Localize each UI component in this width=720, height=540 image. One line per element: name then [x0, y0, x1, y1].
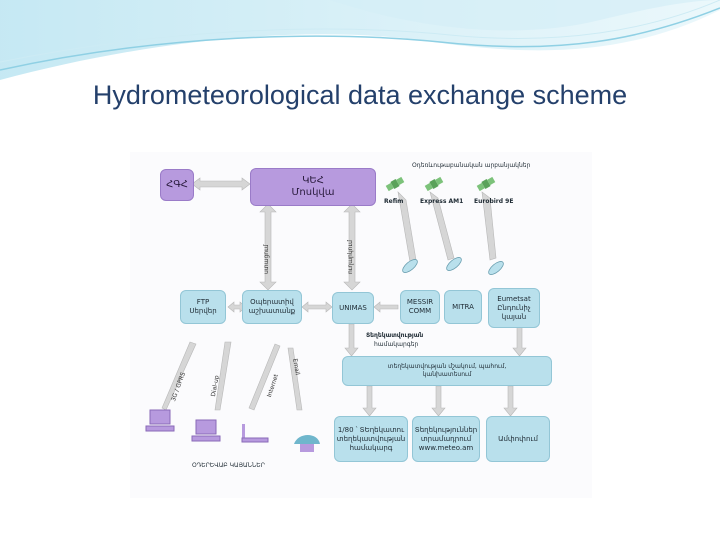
satellite-label-1: Refim	[384, 198, 404, 205]
satellites-header: Օդեռևութաբանական արբանյակներ	[412, 162, 531, 169]
eumetsat-box-line1: Eumetsat	[497, 294, 531, 303]
hgh-box-label: ՀԳՀ	[166, 179, 188, 190]
moscow-box-line1: ԿԵՀ	[302, 175, 324, 186]
arrow-down-strip-1	[344, 323, 359, 357]
beam-3	[481, 191, 497, 261]
bottom-box-1-line1: 1/80 ՝ ՏԵղեկատու	[337, 425, 405, 434]
stations-caption: ՕԴԵՐԵՎԱԲ ԿԱՅԱՆՆԵՐ	[192, 462, 265, 469]
eumetsat-box-line3: կայան	[501, 312, 527, 321]
messir-comm-box: MESSIR COMM	[400, 290, 440, 324]
arrow-operative-unimas	[301, 301, 333, 313]
arrow-down-box-1	[362, 385, 377, 417]
bottom-box-3-label: Ամփոփում	[498, 434, 538, 443]
bottom-box-2-line1: Տեղեկություններ	[414, 425, 478, 434]
arrow-dialup	[214, 341, 232, 411]
moscow-box: ԿԵՀ Մոսկվա	[250, 168, 376, 206]
processing-strip: տեղեկատվության մշակում, պահում, կանխատես…	[342, 356, 552, 386]
exchange-scheme-diagram: ՀԳՀ ԿԵՀ Մոսկվա Օդեռևութաբանական արբանյակ…	[130, 152, 592, 498]
bottom-box-1-line3: համակարգ	[349, 443, 393, 452]
arrow-internet	[248, 343, 281, 411]
arrow-down-box-3	[503, 385, 518, 417]
satellite-label-2: Express AM1	[420, 198, 464, 205]
arrow-down-strip-2	[512, 323, 527, 357]
arrow-email	[287, 347, 303, 411]
bottom-box-2-line3: www.meteo.am	[418, 443, 474, 452]
slide-title: Hydrometeorological data exchange scheme	[92, 80, 628, 110]
strip-line2: կանխատեսում	[422, 371, 472, 378]
arrow-messir-unimas	[373, 301, 399, 313]
bottom-box-1-line2: տեղեկատվության	[336, 434, 406, 443]
terminal-icons	[145, 409, 320, 452]
operative-box-line1: Օպերատիվ	[250, 298, 294, 306]
arrow-down-box-2	[431, 385, 446, 417]
ftp-box-line2: Սերվեր	[189, 307, 217, 315]
arrow-hgh-moscow	[191, 177, 251, 191]
receive-arrow-label: ստացում	[263, 244, 270, 274]
hgh-box: ՀԳՀ	[160, 169, 194, 201]
ftp-server-box: FTP Սերվեր	[180, 290, 226, 324]
dish-icons	[402, 257, 504, 275]
arrow-send	[343, 203, 361, 291]
unimas-box: UNIMAS	[332, 292, 374, 324]
moscow-box-line2: Մոսկվա	[291, 187, 335, 198]
arrows-layer	[145, 176, 527, 452]
summary-box: Ամփոփում	[486, 416, 550, 462]
mitra-box: MITRA	[444, 290, 482, 324]
ftp-box-line1: FTP	[196, 298, 210, 306]
eumetsat-box: Eumetsat Ընդունիչ կայան	[488, 288, 540, 328]
operative-box-line2: աշխատանք	[248, 307, 296, 315]
reference-system-box: 1/80 ՝ ՏԵղեկատու տեղեկատվության համակարգ	[334, 416, 408, 462]
messir-box-line1: MESSIR	[406, 298, 434, 306]
processing-label-line1: Տեղեկատվության	[366, 332, 424, 339]
messir-box-line2: COMM	[408, 307, 432, 315]
header-wave-decoration	[0, 0, 720, 80]
processing-label-line2: համակարգեր	[374, 341, 419, 348]
satellite-label-3: Eurobird 9E	[474, 198, 514, 205]
beam-2	[429, 191, 455, 261]
operative-work-box: Օպերատիվ աշխատանք	[242, 290, 302, 324]
info-provision-box: Տեղեկություններ տրամադրում www.meteo.am	[412, 416, 480, 462]
strip-line1: տեղեկատվության մշակում, պահում,	[387, 363, 507, 370]
eumetsat-box-line2: Ընդունիչ	[497, 303, 531, 312]
send-arrow-label: ուղարկում	[347, 240, 354, 274]
bottom-box-2-line2: տրամադրում	[420, 434, 472, 443]
unimas-box-label: UNIMAS	[339, 303, 367, 312]
satellite-icons	[385, 176, 496, 192]
mitra-box-label: MITRA	[452, 302, 474, 311]
